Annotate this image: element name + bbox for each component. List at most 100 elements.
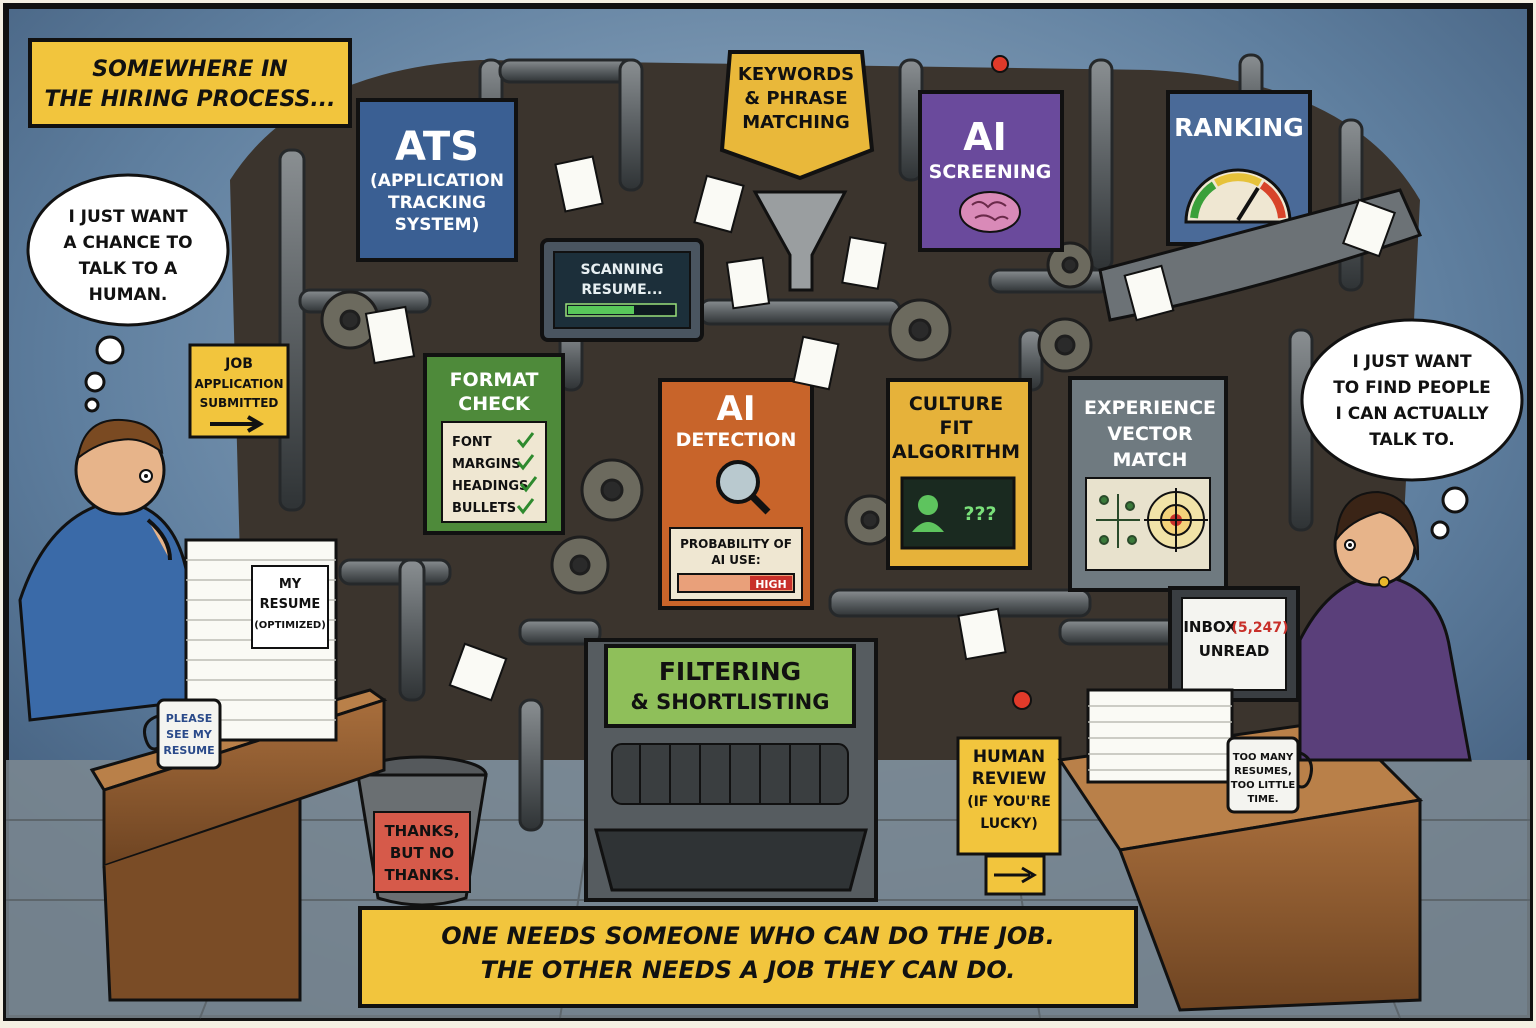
trash-line-1: THANKS, [384,822,459,840]
alarm-light-icon [1012,690,1032,710]
mug-left: PLEASE SEE MY RESUME [143,698,222,770]
mug-right: TOO MANY RESUMES, TOO LITTLE TIME. [1226,736,1313,814]
sign-job-application: JOB APPLICATION SUBMITTED [188,343,290,439]
funnel-icon [752,190,848,292]
machine-ats: ATS (APPLICATION TRACKING SYSTEM) [356,98,518,262]
arrow-right-icon [210,415,264,433]
human-review-line-1: HUMAN [973,747,1045,767]
caption-bottom-line-1: ONE NEEDS SOMEONE WHO CAN DO THE JOB. [441,922,1054,950]
sign-job-line-1: JOB [224,356,253,372]
face-icon [912,495,944,532]
detection-title-2: DETECTION [676,429,797,451]
detection-title-1: AI [717,389,756,429]
alarm-light-icon [991,55,1009,73]
inbox-label: INBOX [1183,618,1237,636]
caption-bottom-line-2: THE OTHER NEEDS A JOB THEY CAN DO. [481,956,1016,984]
experience-title-3: MATCH [1113,449,1188,471]
machine-filtering: FILTERING & SHORTLISTING [584,638,878,902]
monitor-inbox: INBOX (5,247) UNREAD [1168,586,1300,702]
bubble-recruiter-line-4: TALK TO. [1369,430,1455,450]
detection-meter-label-2: AI USE: [711,553,760,567]
mug-right-line-1: TOO MANY [1233,752,1294,763]
format-item-bullets: BULLETS [452,501,516,516]
ats-line-2: (APPLICATION [370,171,504,191]
sign-job-line-3: SUBMITTED [200,396,279,410]
vector-graph-icon [1096,494,1140,548]
machine-culture-fit: CULTURE FIT ALGORITHM ??? [886,378,1032,570]
caption-top-line-1: SOMEWHERE IN [92,57,287,82]
gears [320,241,1094,595]
format-item-margins: MARGINS [452,457,521,472]
format-title-1: FORMAT [450,369,539,391]
resume-label-1: MY [279,577,302,592]
scanning-line-1: SCANNING [580,262,663,278]
resume-label-3: (OPTIMIZED) [254,620,326,631]
trash-line-2: BUT NO [390,844,454,862]
machine-experience: EXPERIENCE VECTOR MATCH [1068,376,1228,592]
gauge-icon [1184,168,1292,224]
paper-stack-right [1086,688,1234,784]
mug-right-line-4: TIME. [1247,794,1278,805]
caption-bottom: ONE NEEDS SOMEONE WHO CAN DO THE JOB. TH… [358,906,1138,1008]
bubble-applicant-line-1: I JUST WANT [68,207,188,227]
keywords-line-3: MATCHING [742,112,850,133]
target-icon [1144,488,1208,552]
ai-screening-title: AI [963,115,1007,159]
culture-title-2: FIT [939,417,972,439]
caption-top-line-2: THE HIRING PROCESS... [45,87,336,112]
experience-title-2: VECTOR [1107,423,1193,445]
culture-title-1: CULTURE [909,393,1003,415]
keywords-line-1: KEYWORDS [738,64,854,85]
experience-title-1: EXPERIENCE [1084,397,1216,419]
flying-resumes [364,155,1397,702]
brain-icon [959,191,1021,233]
machine-format-check: FORMAT CHECK FONT MARGINS HEADINGS BULLE… [423,353,565,535]
mug-right-line-3: TOO LITTLE [1231,780,1296,791]
format-title-2: CHECK [458,393,531,415]
mug-right-line-2: RESUMES, [1234,766,1292,777]
caption-top: SOMEWHERE IN THE HIRING PROCESS... [28,38,352,128]
ranking-title: RANKING [1174,113,1304,142]
ats-line-3: TRACKING [388,193,486,213]
detection-meter-value: HIGH [755,578,787,591]
sign-job-line-2: APPLICATION [194,377,283,391]
machine-ai-screening: AI SCREENING [918,55,1064,252]
conveyor-belt-right [1098,188,1423,322]
thought-bubble-recruiter: I JUST WANT TO FIND PEOPLE I CAN ACTUALL… [1300,318,1524,540]
mug-left-line-1: PLEASE [166,712,213,725]
magnifier-icon [716,460,771,515]
format-item-headings: HEADINGS [452,479,528,494]
resume-label-2: RESUME [260,597,321,612]
trash-line-3: THANKS. [384,866,459,884]
culture-screen-text: ??? [963,503,996,525]
shredder-rollers [611,743,849,805]
machine-scanning: SCANNING RESUME... [540,238,704,342]
checkmark-icons [516,432,538,515]
mug-left-line-3: RESUME [163,744,214,757]
inbox-count: (5,247) [1231,620,1288,636]
mug-left-line-2: SEE MY [166,728,213,741]
sign-human-review: HUMAN REVIEW (IF YOU'RE LUCKY) [956,690,1062,896]
bubble-recruiter-line-2: TO FIND PEOPLE [1333,378,1491,398]
bubble-recruiter-line-3: I CAN ACTUALLY [1335,404,1489,424]
scanning-line-2: RESUME... [581,282,662,298]
keywords-line-2: & PHRASE [744,88,847,109]
ai-screening-subtitle: SCREENING [929,161,1052,183]
detection-meter-label-1: PROBABILITY OF [680,537,792,551]
scan-progress-fill [568,306,634,314]
thought-bubble-applicant: I JUST WANT A CHANCE TO TALK TO A HUMAN. [26,173,230,413]
machine-ai-detection: AI DETECTION PROBABILITY OF AI USE: HIGH [658,378,814,610]
human-review-line-2: REVIEW [972,769,1047,789]
filtering-title-2: & SHORTLISTING [631,690,830,714]
applicant [18,418,202,722]
machine-keywords: KEYWORDS & PHRASE MATCHING [719,50,875,292]
format-item-font: FONT [452,435,492,450]
human-review-line-3: (IF YOU'RE [967,794,1051,810]
bubble-applicant-line-3: TALK TO A [79,259,178,279]
trash-bin: THANKS, BUT NO THANKS. [356,755,488,907]
bubble-recruiter-line-1: I JUST WANT [1352,352,1472,372]
ats-line-4: SYSTEM) [395,215,480,235]
culture-title-3: ALGORITHM [892,441,1020,463]
